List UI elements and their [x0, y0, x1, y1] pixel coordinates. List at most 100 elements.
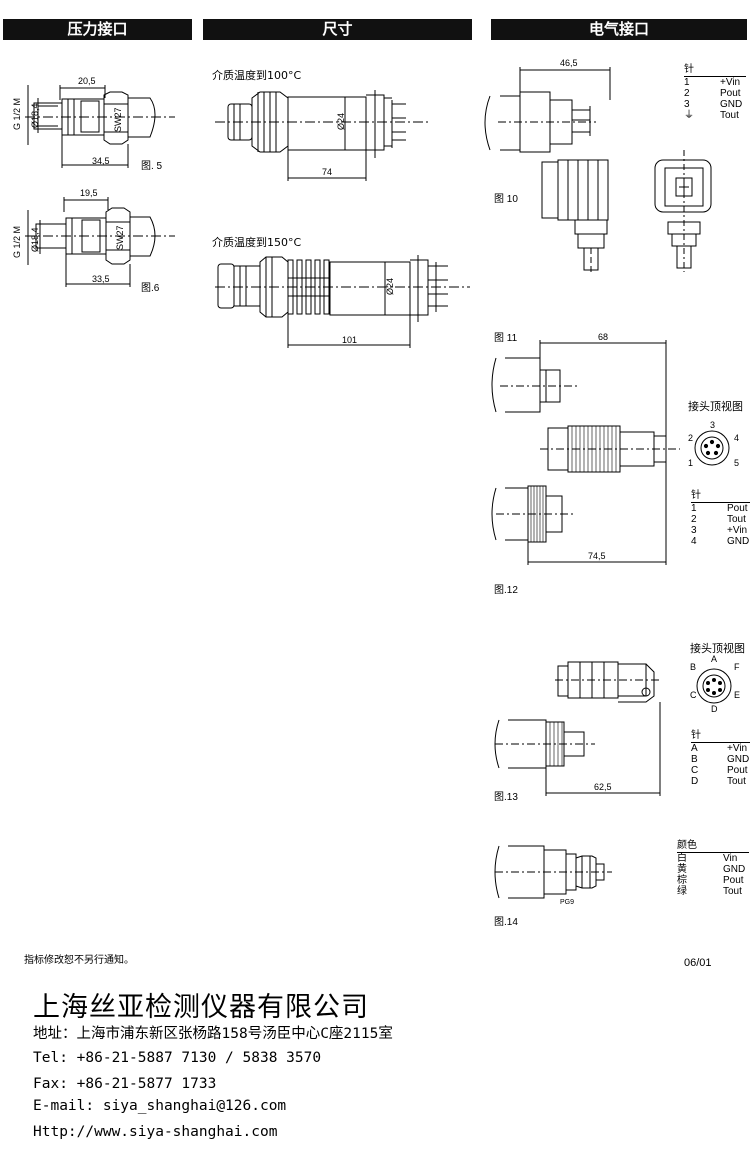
fig14-drawing: [494, 845, 612, 899]
fig13-pin-letter: F: [734, 662, 740, 672]
email-link[interactable]: E-mail: siya_shanghai@126.com: [33, 1098, 287, 1114]
fig14-color-signal: Pout: [723, 875, 744, 886]
header-electrical: 电气接口: [491, 19, 747, 40]
ground-icon: ⏚: [684, 110, 694, 121]
dim100-dia: Ø24: [336, 112, 346, 130]
fig11-pin-v: Pout: [727, 503, 748, 514]
fax-text: Fax: +86-21-5877 1733: [33, 1076, 217, 1092]
fig10-pin-v: Tout: [720, 110, 739, 121]
fig13-pin-table: 针 A +Vin B GND C Pout D Tout: [691, 730, 750, 787]
fig6-dim-top: 19,5: [80, 188, 98, 198]
fig10-pin-v: Pout: [720, 88, 741, 99]
fig13-label: 图.13: [494, 792, 518, 803]
fig14-color-signal: Vin: [723, 853, 738, 864]
fig6-thread: G 1/2 M: [12, 225, 22, 258]
fig10-pin-v: GND: [720, 99, 743, 110]
fig10-pin-table: 针 1 +Vin 2 Pout 3 GND ⏚ Tout: [684, 64, 747, 121]
fig13-pin-v: Tout: [727, 776, 746, 787]
fig5-label: 图. 5: [141, 161, 163, 172]
fig13-pin-n: A: [691, 743, 698, 754]
fig10-pin-n: 2: [684, 88, 690, 99]
fig13-pin-letter: D: [711, 704, 718, 714]
fig11-top-view: 接头顶视图: [688, 400, 743, 413]
fig12-label: 图.12: [494, 585, 518, 596]
fig6-drawing: [25, 197, 175, 287]
fig5-dim-bottom: 34,5: [92, 156, 110, 166]
fig14-color-name: 绿: [677, 886, 687, 897]
fig5-sw: SW27: [113, 107, 123, 132]
fig13-pin-v: GND: [727, 754, 750, 765]
fig14-pg: PG9: [560, 899, 575, 906]
fig11-pin-num: 4: [734, 433, 740, 443]
fig6-sw: SW27: [115, 225, 125, 250]
fig10-dim: 46,5: [560, 58, 578, 68]
fig11-pin-table: 针 1 Pout 2 Tout 3 +Vin 4 GND: [691, 490, 750, 547]
fig13-pin-v: +Vin: [727, 743, 748, 754]
dim150-drawing: [215, 255, 470, 348]
dim100-caption: 介质温度到100°C: [212, 69, 302, 82]
fig13-pin-n: B: [691, 754, 698, 765]
fig10-label: 图 10: [494, 194, 518, 205]
dim150-dia: Ø24: [385, 277, 395, 295]
fig13-dim: 62,5: [594, 782, 612, 792]
version-text: 06/01: [684, 957, 712, 969]
fig13-pin-n: D: [691, 776, 699, 787]
fig11-pin-num: 1: [688, 458, 694, 468]
address-text: 地址：上海市浦东新区张杨路158号汤臣中心C座2115室: [33, 1026, 393, 1042]
fig5-thread: G 1/2 M: [12, 97, 22, 130]
fig10-drawing: [484, 67, 712, 272]
fig11-pin-n: 3: [691, 525, 697, 536]
fig10-pin-n: 3: [684, 99, 690, 110]
fig5-drawing: [25, 85, 175, 168]
technical-drawings: [25, 67, 732, 899]
fig10-pin-v: +Vin: [720, 77, 741, 88]
fig11-pin-num: 2: [688, 433, 694, 443]
fig11-pin-v: GND: [727, 536, 750, 547]
fig10-pins-title: 针: [684, 64, 698, 77]
fig11-pin-n: 2: [691, 514, 697, 525]
fig11-pin-n: 1: [691, 503, 697, 514]
dim100-length: 74: [322, 167, 333, 177]
fig11-pin-n: 4: [691, 536, 697, 547]
fig14-label: 图.14: [494, 917, 518, 928]
fig13-drawing: [494, 661, 732, 796]
fig11-label: 图 11: [494, 333, 518, 344]
fig13-pin-letter: C: [690, 690, 697, 700]
fig13-pin-letter: A: [711, 654, 718, 664]
fig13-pin-n: C: [691, 765, 699, 776]
company-name: 上海丝亚检测仪器有限公司: [33, 992, 369, 1023]
fig14-color-table: 颜色 白 Vin 黄 GND 棕 Pout 绿 Tout: [677, 840, 750, 897]
fig11-pin-v: Tout: [727, 514, 746, 525]
fig14-color-name: 黄: [677, 864, 687, 875]
fig5-dia: Ø18,4: [30, 103, 40, 128]
fig6-label: 图.6: [141, 283, 160, 294]
fig13-pins-title: 针: [691, 730, 705, 743]
fig11-dim-bottom: 74,5: [588, 551, 606, 561]
fig14-color-name: 白: [677, 853, 687, 864]
fig10-pin-n: 1: [684, 77, 690, 88]
notice-text: 指标修改恕不另行通知。: [24, 955, 134, 966]
fig14-color-name: 棕: [677, 875, 687, 886]
fig14-color-signal: GND: [723, 864, 746, 875]
fig11-pin-num: 3: [710, 420, 716, 430]
fig13-pin-v: Pout: [727, 765, 748, 776]
fig6-dim-bottom: 33,5: [92, 274, 110, 284]
website-link[interactable]: Http://www.siya-shanghai.com: [33, 1124, 278, 1140]
fig11-drawing: [491, 340, 730, 565]
header-pressure: 压力接口: [3, 19, 192, 40]
fig14-color-signal: Tout: [723, 886, 742, 897]
fig13-top-view: 接头顶视图: [690, 642, 745, 655]
fig14-colors-title: 颜色: [677, 840, 701, 853]
header-dimensions: 尺寸: [203, 19, 472, 40]
fig11-pin-v: +Vin: [727, 525, 748, 536]
tel-text: Tel: +86-21-5887 7130 / 5838 3570: [33, 1050, 322, 1066]
dim150-caption: 介质温度到150°C: [212, 236, 302, 249]
fig11-pins-title: 针: [691, 490, 705, 503]
fig11-dim-top: 68: [598, 332, 609, 342]
fig11-pin-num: 5: [734, 458, 740, 468]
dim150-length: 101: [342, 335, 358, 345]
fig13-pin-letter: E: [734, 690, 741, 700]
fig5-dim-top: 20,5: [78, 76, 96, 86]
fig6-dia: Ø18,4: [30, 227, 40, 252]
dim100-drawing: [215, 90, 430, 181]
